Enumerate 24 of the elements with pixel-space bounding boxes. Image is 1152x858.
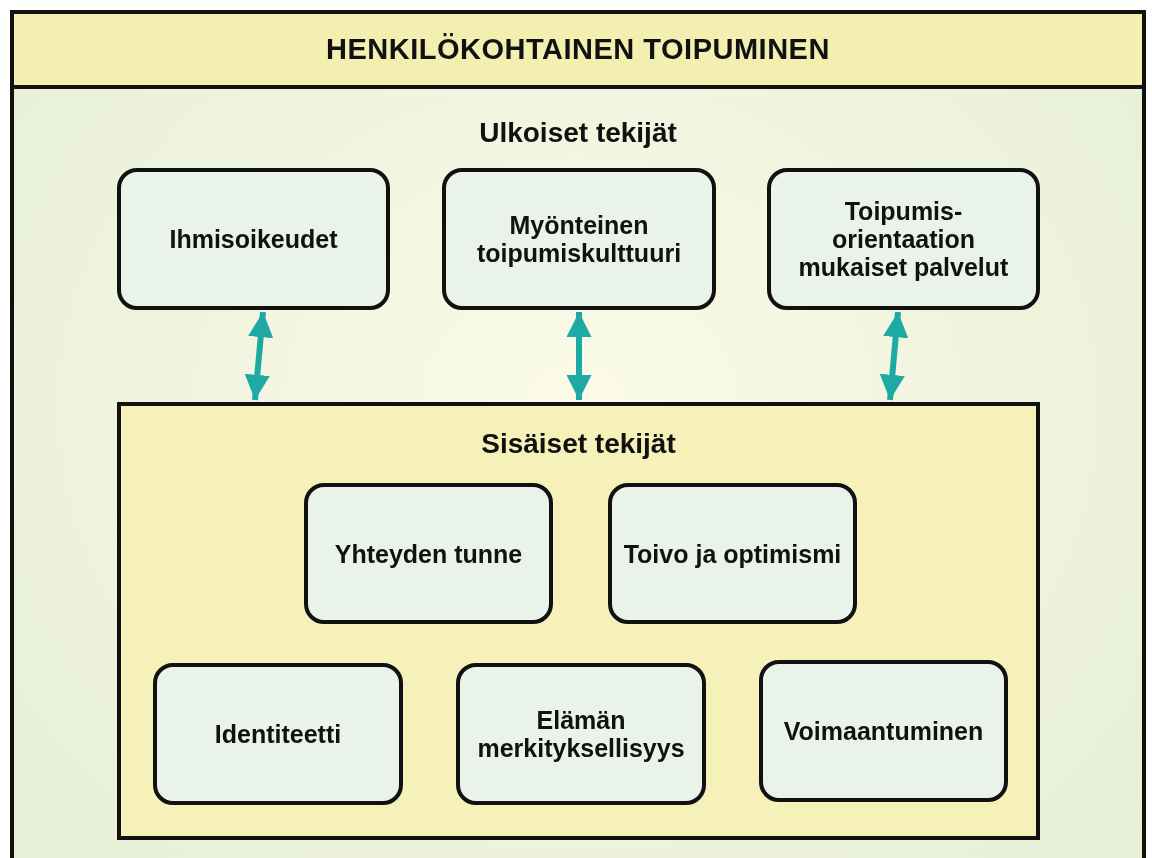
factor-box — [153, 663, 403, 805]
outer-frame — [10, 10, 1146, 858]
factor-box — [456, 663, 706, 805]
section-heading: Ulkoiset tekijät — [478, 117, 678, 149]
box-label: Yhteyden tunne — [333, 539, 524, 568]
double-arrow — [244, 311, 274, 401]
factor-box — [767, 168, 1040, 310]
box-label: Voimaantuminen — [782, 717, 985, 745]
title-text: HENKILÖKOHTAINEN TOIPUMINEN — [14, 14, 1142, 89]
section-heading: Sisäiset tekijät — [480, 428, 677, 460]
box-label: Toipumis- orientaation mukaiset palvelut — [797, 197, 1010, 281]
double-arrow — [879, 311, 909, 401]
factor-box — [304, 483, 553, 624]
box-label: Identiteetti — [213, 720, 343, 748]
double-arrow — [566, 312, 592, 400]
inner-frame — [117, 402, 1040, 840]
factor-box — [117, 168, 390, 310]
box-label: Toivo ja optimismi — [622, 539, 843, 568]
factor-box — [759, 660, 1008, 802]
factor-box — [442, 168, 716, 310]
factor-box — [608, 483, 857, 624]
box-label: Elämän merkityksellisyys — [476, 706, 686, 762]
box-label: Ihmisoikeudet — [168, 225, 339, 253]
box-label: Myönteinen toipumiskulttuuri — [475, 211, 683, 267]
